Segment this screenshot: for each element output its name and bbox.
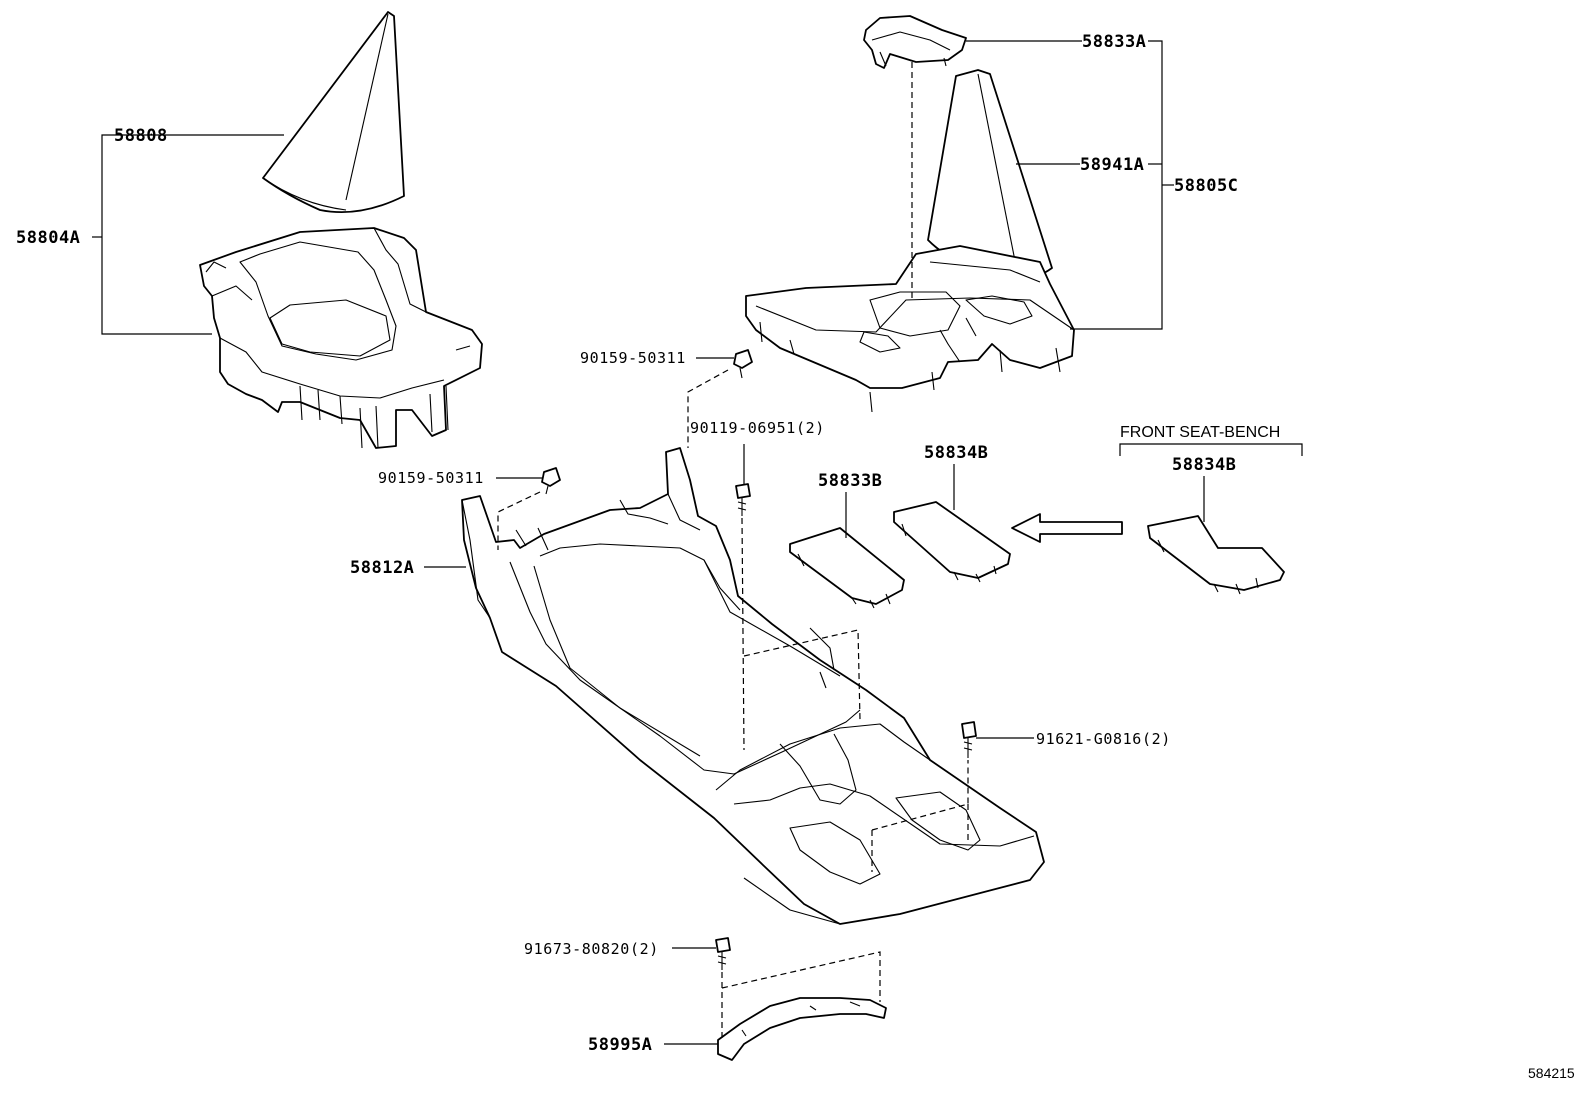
label-91621-G0816: 91621-G0816(2) [1036, 730, 1171, 748]
cover-58833B [789, 527, 905, 609]
cover-58834B-mid [893, 501, 1011, 583]
label-58834B-mid: 58834B [924, 443, 988, 463]
bolt-90119 [735, 483, 751, 516]
label-58833A: 58833A [1082, 32, 1146, 52]
shift-panel-58804A [199, 227, 483, 449]
dashed-guides [497, 62, 969, 1040]
bolt-91621 [961, 721, 977, 758]
screw-90159-left [541, 467, 561, 495]
console-body-58812A [461, 447, 1045, 925]
label-58805C: 58805C [1174, 176, 1238, 196]
figure-code: 584215 [1528, 1065, 1575, 1081]
label-58995A: 58995A [588, 1035, 652, 1055]
cover-58834B-bench [1147, 515, 1285, 595]
label-58804A: 58804A [16, 228, 80, 248]
bracket-58995A [717, 997, 887, 1061]
direction-arrow [1011, 513, 1123, 543]
bolt-91673 [715, 937, 731, 970]
label-58808: 58808 [114, 126, 168, 146]
label-58833B: 58833B [818, 471, 882, 491]
shift-boot-58808 [262, 11, 405, 213]
label-90159-50311-top: 90159-50311 [580, 349, 686, 367]
label-90159-50311-left: 90159-50311 [378, 469, 484, 487]
leader-lines [92, 40, 1303, 1045]
label-58812A: 58812A [350, 558, 414, 578]
label-91673-80820: 91673-80820(2) [524, 940, 659, 958]
knob-cap-58833A [863, 15, 967, 69]
label-58834B-bench: 58834B [1172, 455, 1236, 475]
label-58941A: 58941A [1080, 155, 1144, 175]
screw-90159-top [733, 349, 753, 379]
shift-panel-58805C [745, 245, 1075, 413]
label-90119-06951: 90119-06951(2) [690, 419, 825, 437]
label-front-seat-bench: FRONT SEAT-BENCH [1120, 424, 1280, 441]
